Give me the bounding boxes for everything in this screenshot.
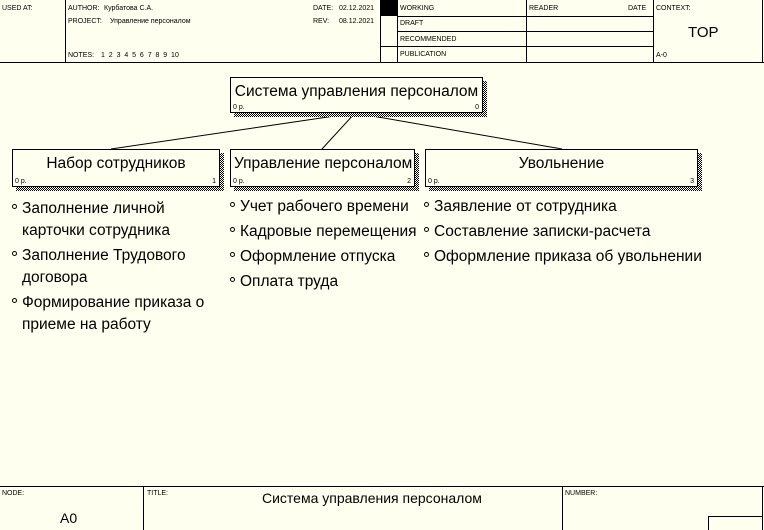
activity-box-dismissal[interactable]: Увольнение 0 р. 3 xyxy=(425,149,698,187)
dismissal-task-list: Заявление от сотрудника Составление запи… xyxy=(424,196,724,268)
bullet-icon xyxy=(230,227,235,232)
date-value: 02.12.2021 xyxy=(339,5,375,12)
node-label: NODE: xyxy=(2,490,25,497)
notes-label: NOTES: xyxy=(68,52,95,59)
bullet-icon xyxy=(230,202,235,207)
status-draft: DRAFT xyxy=(400,20,424,27)
context-label: CONTEXT: xyxy=(656,5,691,12)
project-value: Управление персоналом xyxy=(110,18,191,25)
list-item: Оплата труда xyxy=(230,271,430,293)
list-item: Заполнение личной карточки сотрудника xyxy=(12,198,224,242)
context-value: TOP xyxy=(688,24,719,41)
activity-number: 3 xyxy=(690,178,694,185)
parent-activity-title: Система управления персоналом xyxy=(234,83,479,100)
list-item: Заявление от сотрудника xyxy=(424,196,724,218)
activity-box-management[interactable]: Управление персоналом 0 р. 2 xyxy=(230,149,415,187)
author-label: AUTHOR: xyxy=(68,5,100,12)
management-task-list: Учет рабочего времени Кадровые перемещен… xyxy=(230,196,430,293)
list-item: Кадровые перемещения xyxy=(230,221,430,243)
title-label: TITLE: xyxy=(147,490,169,497)
activity-number: 2 xyxy=(407,178,411,185)
status-publication: PUBLICATION xyxy=(400,51,447,58)
reader-label: READER xyxy=(529,5,559,12)
rev-value: 08.12.2021 xyxy=(339,18,375,25)
status-working: WORKING xyxy=(400,5,435,12)
activity-box-recruitment[interactable]: Набор сотрудников 0 р. 1 xyxy=(12,149,220,187)
used-at-label: USED AT: xyxy=(2,5,33,12)
list-item: Составление записки-расчета xyxy=(424,221,724,243)
activity-cost: 0 р. xyxy=(15,178,27,185)
bullet-icon xyxy=(12,298,17,303)
parent-activity-box[interactable]: Система управления персоналом 0 р. 0 xyxy=(230,77,483,113)
bullet-icon xyxy=(424,252,429,257)
list-item: Учет рабочего времени xyxy=(230,196,430,218)
project-label: PROJECT: xyxy=(68,18,102,25)
bullet-icon xyxy=(230,252,235,257)
connector-line xyxy=(110,112,356,150)
reader-date-label: DATE xyxy=(628,5,647,12)
bullet-icon xyxy=(424,227,429,232)
bullet-icon xyxy=(424,202,429,207)
connector-line xyxy=(354,112,563,150)
parent-activity-number: 0 xyxy=(475,104,479,111)
node-value: A0 xyxy=(60,510,78,526)
activity-title: Увольнение xyxy=(518,155,605,172)
working-status-marker xyxy=(381,0,397,16)
bullet-icon xyxy=(230,277,235,282)
rev-label: REV: xyxy=(313,18,330,25)
footer-title: Система управления персоналом xyxy=(262,490,482,506)
status-recommended: RECOMMENDED xyxy=(400,36,457,43)
context-node: A-0 xyxy=(656,52,667,59)
bullet-icon xyxy=(12,204,17,209)
number-label: NUMBER: xyxy=(565,490,598,497)
date-label: DATE: xyxy=(313,5,334,12)
list-item: Формирование приказа о приеме на работу xyxy=(12,292,224,336)
connector-line xyxy=(321,112,356,150)
activity-number: 1 xyxy=(212,178,216,185)
list-item: Оформление приказа об увольнении xyxy=(424,246,724,268)
list-item: Оформление отпуска xyxy=(230,246,430,268)
parent-activity-cost: 0 р. xyxy=(233,104,245,111)
notes-value: 1 2 3 4 5 6 7 8 9 10 xyxy=(101,52,179,59)
activity-title: Управление персоналом xyxy=(234,155,413,172)
activity-title: Набор сотрудников xyxy=(46,155,186,172)
recruitment-task-list: Заполнение личной карточки сотрудника За… xyxy=(12,198,224,336)
bullet-icon xyxy=(12,251,17,256)
activity-cost: 0 р. xyxy=(428,178,440,185)
list-item: Заполнение Трудового договора xyxy=(12,245,224,289)
author-value: Курбатова С.А. xyxy=(104,5,154,12)
activity-cost: 0 р. xyxy=(233,178,245,185)
